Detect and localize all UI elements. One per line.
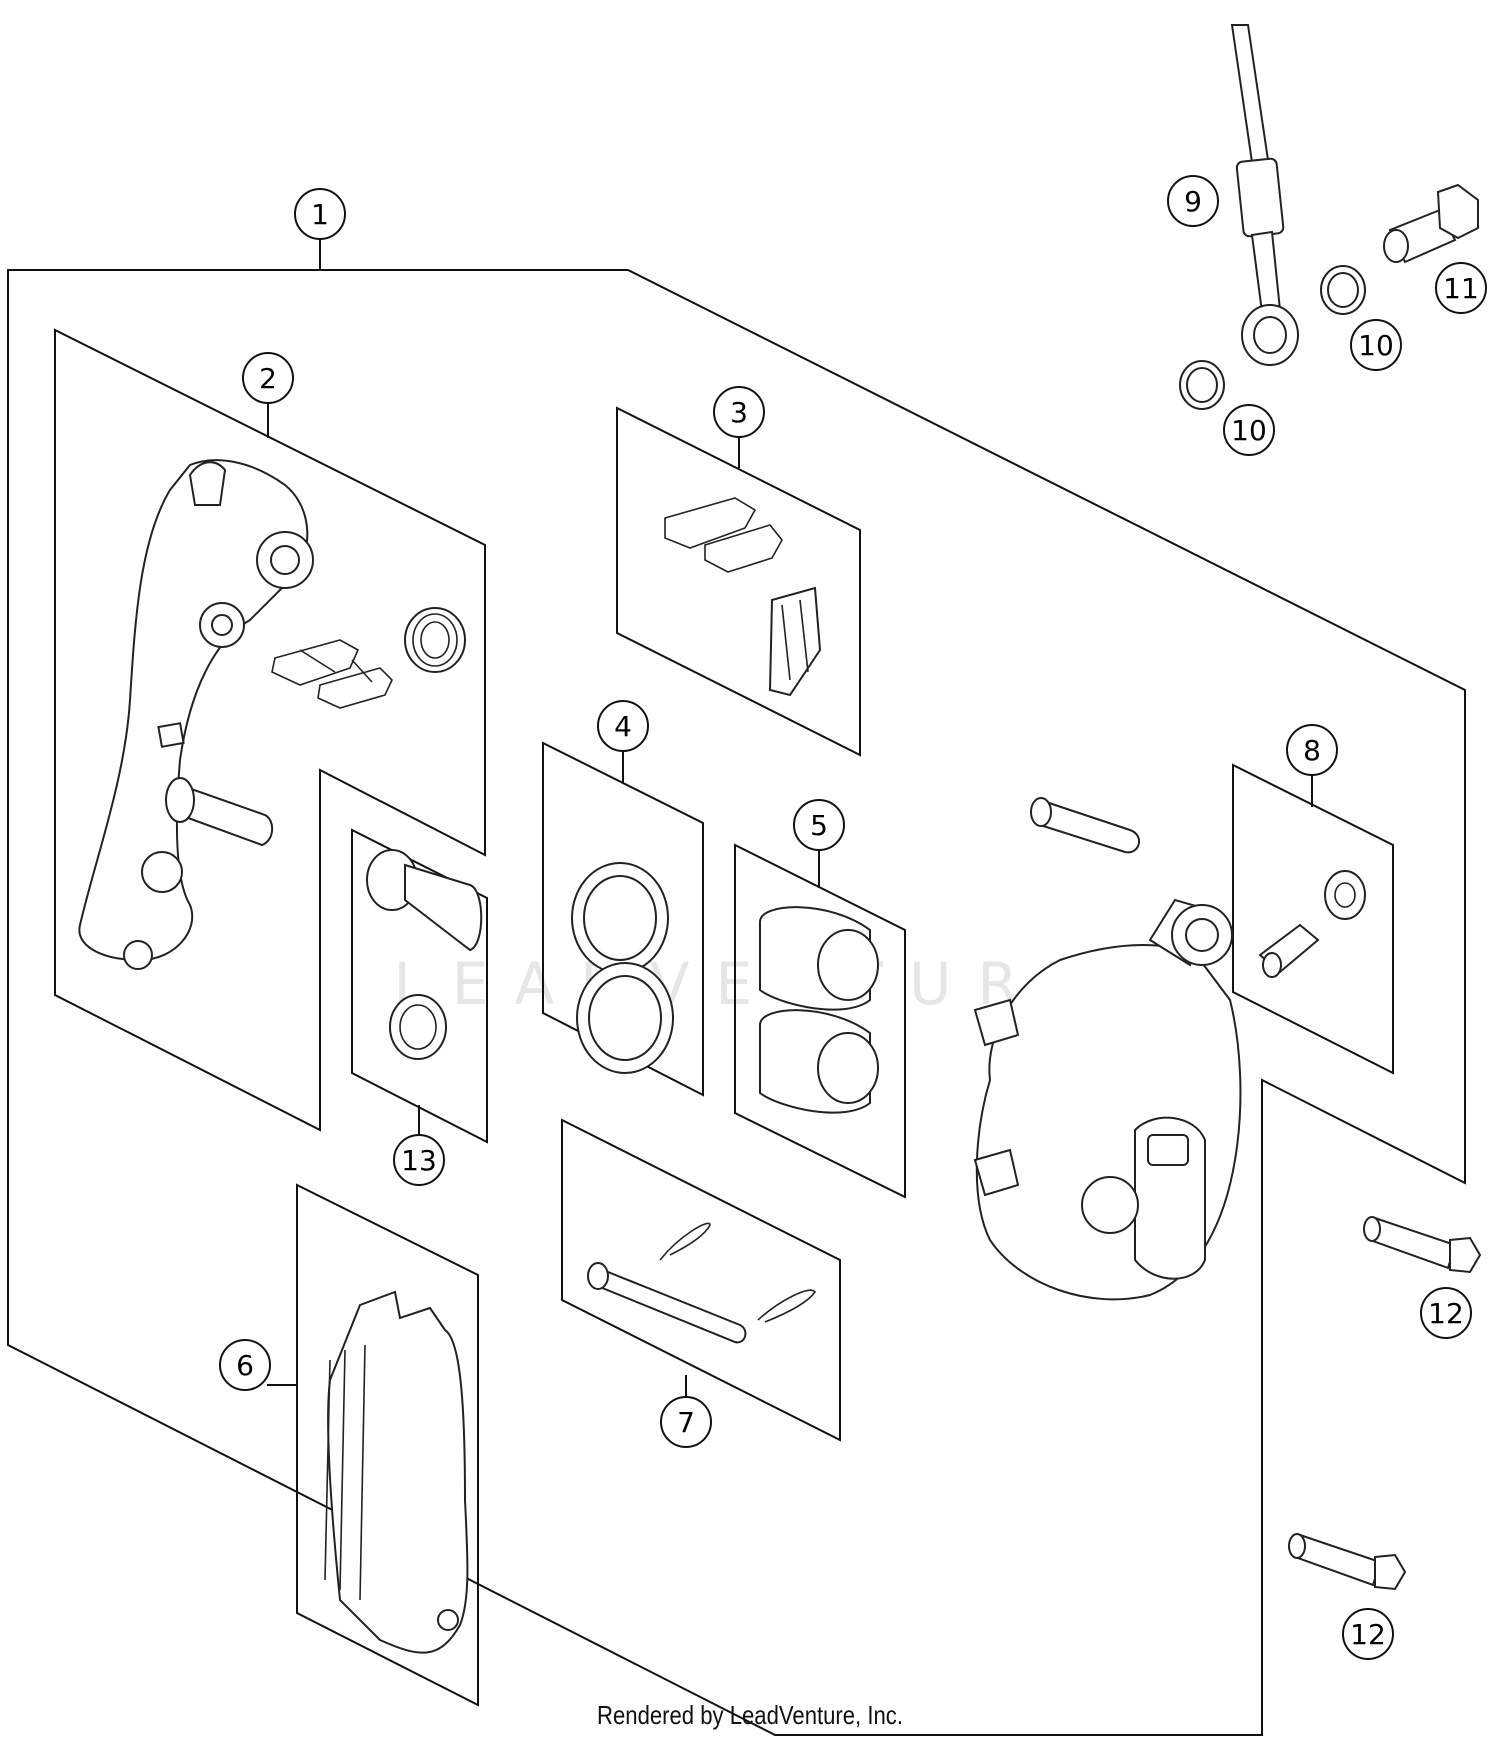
caliper-bracket-illustration (78, 459, 314, 970)
callout-1: 1 (294, 188, 346, 240)
brake-pad-illustration (324, 1290, 469, 1654)
callout-3: 3 (713, 386, 765, 438)
callout-10: 10 (1350, 319, 1402, 371)
caliper-body-illustration (973, 797, 1242, 1301)
caliper-bolt-illustration (1288, 1216, 1482, 1591)
banjo-bolt-illustration (1383, 183, 1479, 264)
callout-3-label: 3 (730, 396, 748, 429)
callout-12-label: 12 (1428, 1297, 1464, 1330)
guide-pin-illustration (366, 849, 483, 1060)
group-frame-3 (616, 406, 861, 757)
group-frame-13 (351, 828, 488, 1144)
callout-12-second-label: 12 (1350, 1618, 1386, 1651)
brake-line-illustration (1230, 24, 1299, 366)
callout-4-label: 4 (614, 710, 632, 743)
sealing-washer-illustration (1179, 265, 1366, 410)
callout-10-label: 10 (1358, 329, 1394, 362)
callout-10-second: 10 (1223, 404, 1275, 456)
bleeder-valve-illustration (1258, 870, 1366, 978)
callout-6-label: 6 (236, 1349, 254, 1382)
pad-pin-illustration (587, 1222, 816, 1344)
callout-13: 13 (393, 1134, 445, 1186)
callout-12-second: 12 (1342, 1608, 1394, 1660)
callout-13-label: 13 (401, 1144, 437, 1177)
assembly-frame (7, 269, 1466, 1736)
pad-spring-clip-illustration (271, 639, 393, 709)
callout-9: 9 (1167, 175, 1219, 227)
callout-11: 11 (1435, 262, 1487, 314)
callout-2: 2 (242, 352, 294, 404)
callout-7-label: 7 (677, 1406, 695, 1439)
callout-2-label: 2 (259, 362, 277, 395)
callout-4: 4 (597, 700, 649, 752)
footer-credit: Rendered by LeadVenture, Inc. (597, 1700, 903, 1730)
callout-11-label: 11 (1443, 272, 1479, 305)
group-frame-7 (561, 1118, 841, 1442)
piston-seal-illustration (571, 862, 674, 1074)
callout-1-label: 1 (311, 198, 329, 231)
callout-6: 6 (219, 1339, 271, 1391)
slide-boot-illustration (404, 607, 466, 673)
callout-5: 5 (793, 799, 845, 851)
callout-12: 12 (1420, 1287, 1472, 1339)
callout-9-label: 9 (1184, 185, 1202, 218)
callout-5-label: 5 (810, 809, 828, 842)
callout-8-label: 8 (1303, 734, 1321, 767)
callout-8: 8 (1286, 724, 1338, 776)
piston-illustration (759, 906, 879, 1114)
group-frame-8 (1232, 763, 1394, 1075)
group-frame-6 (296, 1183, 479, 1707)
group-frame-4 (542, 741, 704, 1097)
callout-10-second-label: 10 (1231, 414, 1267, 447)
group-frame-5 (734, 843, 906, 1199)
retaining-clip-illustration (664, 497, 822, 697)
group-frame-2 (54, 328, 486, 1132)
callout-7: 7 (660, 1396, 712, 1448)
